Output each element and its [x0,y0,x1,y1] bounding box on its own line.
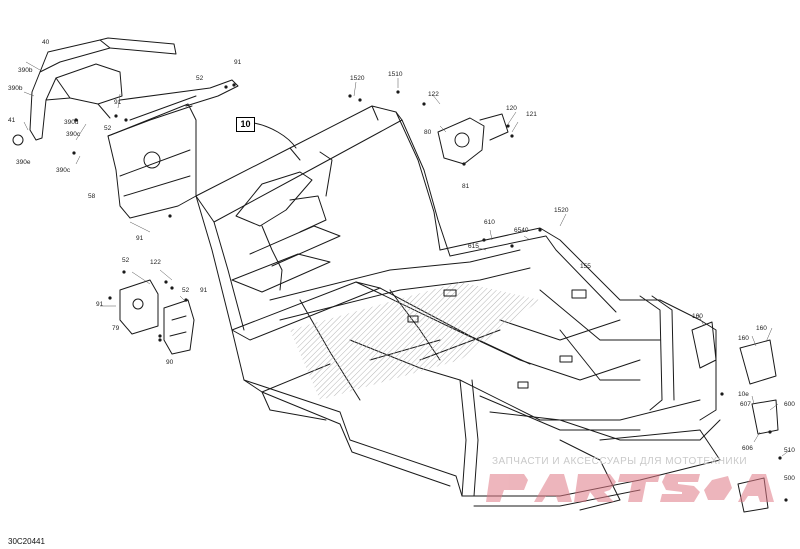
part-label: 390c [66,131,81,138]
callout-leader [253,122,297,149]
part-label: 1520 [554,207,569,214]
part-label: 606 [742,445,753,452]
part-label: 121 [526,111,537,118]
part-label: 510 [784,447,795,454]
parts-logo [486,474,774,502]
part-label: 10e [738,391,749,398]
part-label: 91 [234,59,242,66]
part-callout-box: 10 [236,117,255,132]
leader-lines [23,61,791,457]
bracket-group-left [119,279,195,355]
part-label: 610 [484,219,495,226]
front-bumper [12,37,177,146]
part-label: 155 [580,263,591,270]
part-label: 390e [16,159,31,166]
part-label: 91 [96,301,104,308]
part-label: 160 [756,325,767,332]
part-label: 91 [136,235,144,242]
part-label: 52 [104,125,112,132]
part-label: 58 [88,193,96,200]
part-label: 122 [150,259,161,266]
bumper-bracket [107,79,239,219]
part-label: 91 [200,287,208,294]
part-label: 52 [122,257,130,264]
part-label: 79 [112,325,120,332]
clips [407,289,587,389]
bracket-group-right [437,113,509,165]
part-label: 615 [468,243,479,250]
part-label: 6540 [514,227,529,234]
part-label: 52 [196,75,204,82]
part-label: 122 [428,91,439,98]
part-label: 390b [8,85,23,92]
part-label: 607 [740,401,751,408]
part-label: 600 [784,401,795,408]
watermark-text: ЗАПЧАСТИ И АКСЕССУАРЫ ДЛЯ МОТОТЕХНИКИ [492,456,748,467]
part-label: 81 [462,183,470,190]
part-label: 91 [114,99,122,106]
part-label: 120 [506,105,517,112]
floor-pan-hatch [290,282,540,400]
part-label: 390d [64,119,79,126]
part-label: 1510 [388,71,403,78]
part-label: 90 [166,359,174,366]
part-label: 41 [8,117,16,124]
part-label: 390c [56,167,71,174]
part-label: 52 [182,287,190,294]
diagram-code: 30C20441 [8,537,45,546]
part-label: 390b [18,67,33,74]
part-label: 1520 [350,75,365,82]
part-label: 80 [424,129,432,136]
fasteners [72,83,788,502]
part-label: 160 [692,313,703,320]
part-label: 40 [42,39,50,46]
part-label: 500 [784,475,795,482]
part-label: 160 [738,335,749,342]
